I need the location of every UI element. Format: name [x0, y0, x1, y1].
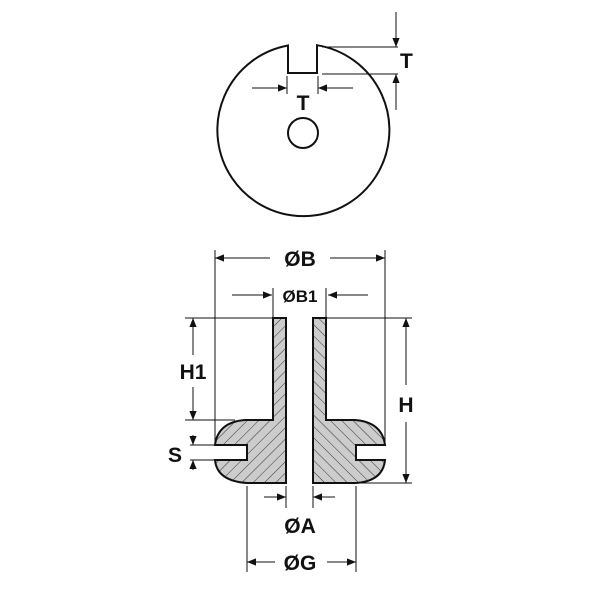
slot-width-label: T — [297, 92, 310, 115]
tube-diameter-label: ØB1 — [283, 287, 318, 306]
outer-diameter-label: ØB — [284, 248, 316, 271]
top-view: T T — [216, 12, 413, 218]
groove-diameter-label: ØG — [284, 552, 317, 575]
bore-diameter-label: ØA — [284, 515, 316, 538]
slot-label: S — [168, 444, 182, 467]
section-left-half — [213, 317, 287, 484]
section-right-half — [312, 317, 387, 484]
center-hole — [287, 117, 319, 149]
total-height-label: H — [398, 394, 413, 417]
tube-height-label: H1 — [180, 361, 207, 384]
section-view: ØB ØB1 H1 H S ØA ØG — [168, 248, 414, 575]
slot-depth-label: T — [400, 50, 413, 73]
grommet-outline-top — [216, 44, 391, 218]
